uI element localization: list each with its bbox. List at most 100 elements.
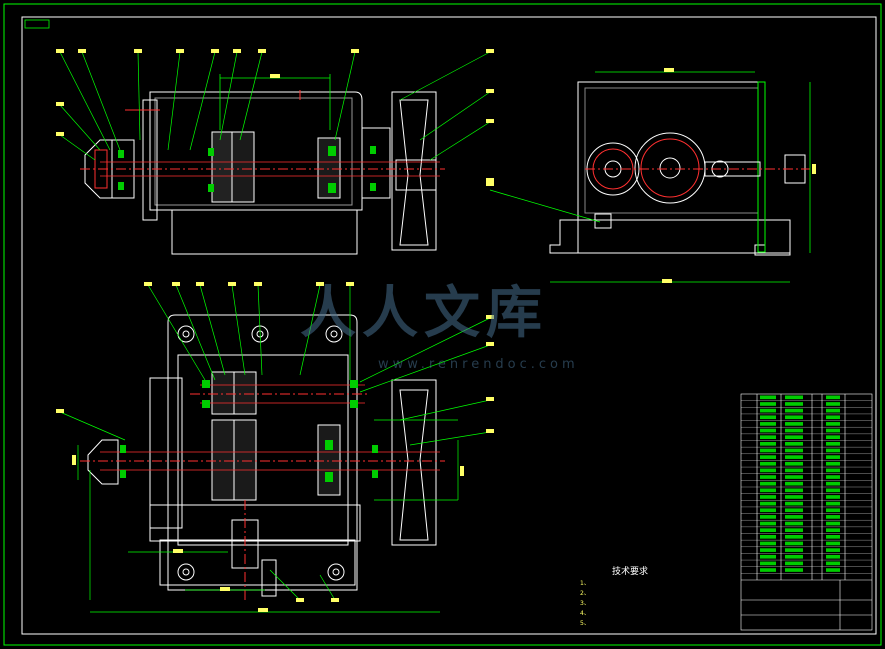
parts-list-cell [760,415,776,420]
parts-list-rows [741,395,872,574]
plan-shaft-edges [100,384,440,471]
parts-list-cell [785,568,803,572]
parts-list-cell [760,495,776,499]
parts-list-cell [826,568,840,572]
parts-list-cell [760,408,776,413]
plan-view [87,314,437,597]
parts-list-cell [785,435,803,439]
tech-note-1: 1、 [580,580,590,587]
parts-list-cell [760,395,776,400]
parts-list-cell [785,508,803,513]
parts-list-cell [826,535,840,539]
parts-list-cell [826,515,840,519]
parts-list-cell [760,468,776,473]
parts-list-cell [785,561,803,566]
parts-list-cell [760,521,776,526]
side-view-gears [586,132,806,204]
parts-list-cell [826,501,840,506]
parts-list-cell [785,415,803,420]
parts-list-cell [826,508,840,513]
parts-list-cell [826,475,840,479]
parts-list-cell [760,554,776,559]
parts-list-cell [826,422,840,426]
technical-requirements-title: 技术要求 [612,567,649,577]
top-bearings [118,146,376,193]
side-view-dim-tags [486,68,816,283]
parts-list-cell [760,528,776,532]
side-view [549,81,791,256]
parts-list-cell [760,515,776,519]
parts-list-cell [760,422,776,426]
parts-list-cell [785,515,803,519]
tech-note-2: 2、 [580,590,590,597]
parts-list-cell [785,422,803,426]
parts-list-cell [826,468,840,473]
parts-list-cell [760,508,776,513]
parts-list-cell [826,455,840,459]
parts-list-cell [760,541,776,546]
tech-note-4: 4、 [580,610,590,617]
parts-list-cell [785,535,803,539]
parts-list-cell [785,521,803,526]
parts-list-cell [826,488,840,493]
parts-list-cell [760,455,776,459]
parts-list-cell [760,568,776,572]
parts-list-cell [785,468,803,473]
parts-list-cell [826,561,840,566]
drawing-frame-inner [21,16,877,635]
parts-list-cell [826,461,840,466]
parts-list-cell [826,495,840,499]
parts-list-cell [826,402,840,406]
tech-note-5: 5、 [580,620,590,627]
parts-list-cell [785,395,803,400]
plan-bearings [120,380,378,482]
parts-list-cell [785,428,803,433]
drawing-frame-outer [3,3,882,646]
side-view-dimensions [489,71,811,283]
tech-note-3: 3、 [580,600,590,607]
parts-list-cell [785,402,803,406]
parts-list-cell [826,541,840,546]
parts-list-cell [826,548,840,552]
parts-list-cell [785,475,803,479]
parts-list-cell [760,442,776,446]
plan-leader-tags [56,282,494,612]
parts-list-cell [826,408,840,413]
parts-list-cell [760,481,776,486]
stamp-box [24,19,50,29]
parts-list-cell [785,554,803,559]
parts-list-cell [785,461,803,466]
parts-list-cell [826,435,840,439]
parts-list-cell [760,402,776,406]
parts-list-cell [785,548,803,552]
parts-list-cell [826,442,840,446]
parts-list-cell [785,481,803,486]
parts-list-cell [760,561,776,566]
parts-list-cell [760,501,776,506]
parts-list-cell [826,448,840,453]
parts-list-cell [760,488,776,493]
parts-list-cell [760,448,776,453]
parts-list-cell [785,488,803,493]
parts-list-cell [760,535,776,539]
parts-list-cell [785,408,803,413]
parts-list-cell [760,428,776,433]
parts-list-cell [826,415,840,420]
parts-list-cell [760,548,776,552]
parts-list-cell [826,481,840,486]
top-leaders [59,51,491,161]
top-dimension [219,74,331,130]
top-red-details [94,90,301,189]
parts-list-cell [785,442,803,446]
parts-list-cell [785,501,803,506]
parts-list-cell [826,521,840,526]
parts-list-cell [785,455,803,459]
parts-list-cell [760,435,776,439]
parts-list-cell [826,528,840,532]
top-leader-tags [56,49,494,136]
parts-list-cell [826,395,840,400]
parts-list-cell [785,541,803,546]
parts-list-cell [785,448,803,453]
parts-list-cell [760,461,776,466]
